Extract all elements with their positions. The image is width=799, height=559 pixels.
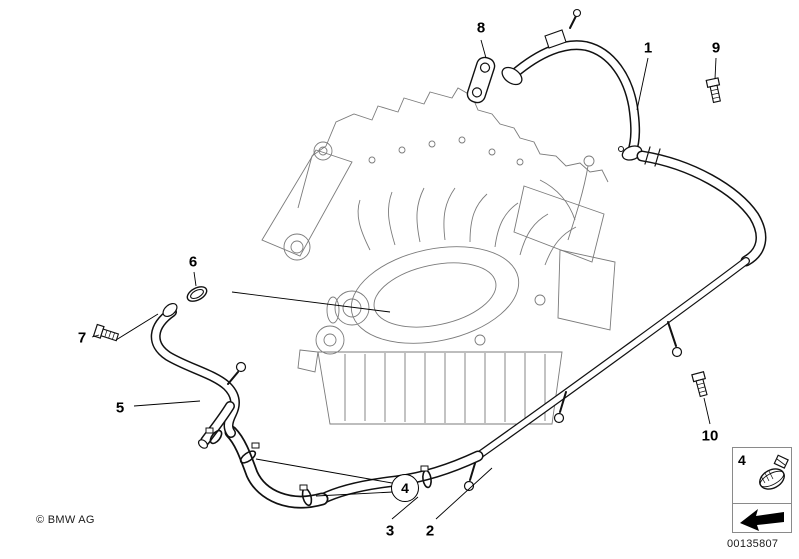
engine-illustration <box>261 87 616 425</box>
coolant-pipe-diagonal-part-3 <box>463 257 750 492</box>
small-parts <box>92 56 721 398</box>
hose-clamps-part-4 <box>205 427 432 507</box>
oring-part-6 <box>186 286 208 302</box>
coolant-pipe-part-1 <box>501 8 646 161</box>
callout-3: 3 <box>385 522 395 540</box>
callout-10: 10 <box>701 427 719 445</box>
legend-item-row: 4 <box>733 448 791 504</box>
legend-box: 4 <box>732 447 792 533</box>
coolant-hose-left-part-5 <box>150 302 247 449</box>
leader-lines <box>91 39 717 520</box>
gasket-part-8 <box>466 56 496 104</box>
callout-1: 1 <box>643 39 653 57</box>
bolt-part-7 <box>92 323 120 342</box>
hose-clamp-icon <box>759 454 789 490</box>
part-number: 00135807 <box>727 538 779 550</box>
coolant-pipes <box>150 8 767 509</box>
callout-8: 8 <box>476 19 486 37</box>
bolt-part-9 <box>705 77 721 104</box>
coolant-hose-right <box>636 146 767 267</box>
legend-callout-4: 4 <box>738 452 746 468</box>
coolant-hose-bottom-part-2 <box>224 425 484 509</box>
callout-7: 7 <box>77 329 87 347</box>
bolt-part-10 <box>691 371 708 398</box>
callout-5: 5 <box>115 399 125 417</box>
callout-2: 2 <box>425 522 435 540</box>
callout-9: 9 <box>711 39 721 57</box>
callout-6: 6 <box>188 253 198 271</box>
direction-arrow-icon <box>740 509 784 531</box>
callout-4-circled: 4 <box>391 474 419 502</box>
legend-direction-row <box>733 506 791 534</box>
copyright-text: © BMW AG <box>36 514 95 526</box>
